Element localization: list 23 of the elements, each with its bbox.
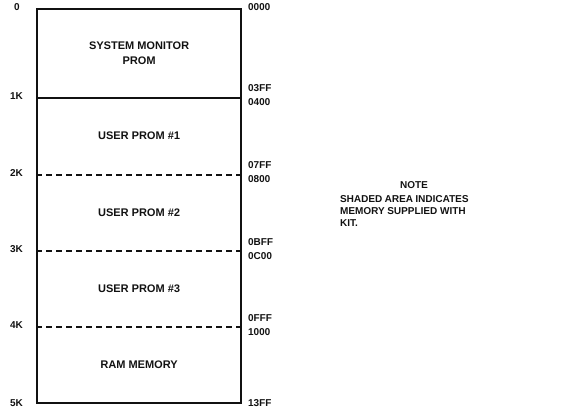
memory-block: USER PROM #3 (36, 250, 242, 326)
size-label: 5K (10, 398, 23, 409)
address-label: 13FF (248, 398, 272, 409)
size-label: 4K (10, 320, 23, 331)
size-label: 2K (10, 168, 23, 179)
address-label: 0C00 (248, 251, 272, 262)
memory-block: USER PROM #2 (36, 174, 242, 250)
note-heading: NOTE (400, 180, 428, 191)
address-label: 0FFF (248, 313, 272, 324)
address-label: 0400 (248, 97, 270, 108)
address-label: 0BFF (248, 237, 273, 248)
memory-block: SYSTEM MONITOR PROM (36, 8, 242, 97)
memory-block: USER PROM #1 (36, 97, 242, 174)
address-label: 03FF (248, 83, 272, 94)
address-label: 1000 (248, 327, 270, 338)
size-label: 3K (10, 244, 23, 255)
size-label: 0 (14, 2, 20, 13)
note-text: SHADED AREA INDICATES MEMORY SUPPLIED WITH KIT. (340, 194, 470, 230)
address-label: 0800 (248, 174, 270, 185)
size-label: 1K (10, 91, 23, 102)
memory-block: RAM MEMORY (36, 326, 242, 404)
address-label: 0000 (248, 2, 270, 13)
address-label: 07FF (248, 160, 272, 171)
